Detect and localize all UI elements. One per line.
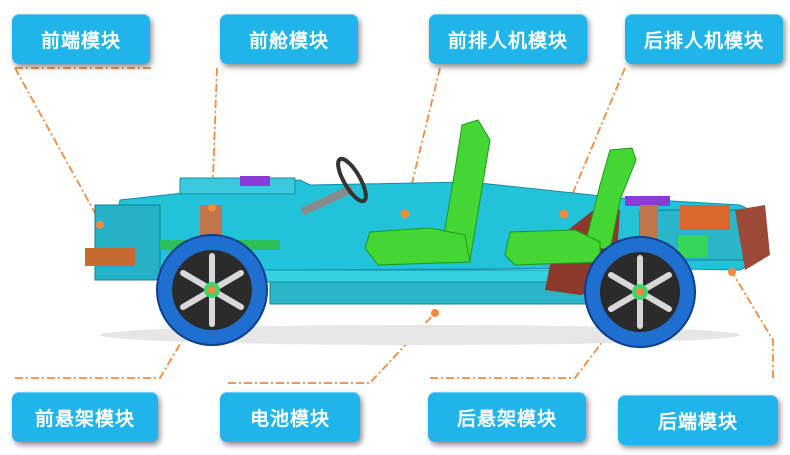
- dot-rear-end: [728, 268, 736, 276]
- label-front-suspension: 前悬架模块: [12, 392, 158, 442]
- dot-rear-susp: [636, 288, 644, 296]
- dot-rear-hmi: [559, 209, 569, 219]
- front-bumper-beam: [85, 248, 135, 266]
- dot-battery: [431, 309, 439, 317]
- anchor-dots: [96, 204, 736, 317]
- label-front-cabin: 前舱模块: [220, 14, 358, 64]
- purple-bracket-front: [240, 176, 270, 186]
- leader-rear-susp: [430, 291, 641, 379]
- label-front-hmi: 前排人机模块: [429, 14, 587, 64]
- rear-orange-block: [680, 205, 730, 230]
- dot-front-cabin: [208, 204, 216, 212]
- seats: [364, 119, 637, 266]
- label-battery: 电池模块: [220, 392, 360, 442]
- dot-front-hmi: [400, 209, 410, 219]
- rear-seat-cushion: [504, 229, 601, 266]
- dot-front-end: [96, 221, 104, 229]
- steering-wheel: [336, 156, 368, 204]
- leader-battery: [228, 312, 436, 384]
- ground-shadow: [100, 325, 740, 345]
- leader-rear-hmi: [564, 67, 626, 213]
- rear-seat-back: [584, 147, 637, 251]
- rear-spring: [640, 205, 658, 245]
- front-seat-cushion: [364, 227, 471, 266]
- front-suspension-tower: [179, 177, 296, 195]
- leader-front-end-diag: [14, 67, 101, 223]
- dot-front-susp: [208, 286, 216, 294]
- leader-rear-end: [731, 271, 774, 378]
- rear-end-panel: [735, 205, 770, 270]
- front-crossmember: [94, 204, 161, 281]
- front-seat-back: [439, 119, 491, 261]
- purple-bracket-rear: [625, 196, 670, 206]
- rear-green-box: [678, 235, 708, 257]
- label-rear-suspension: 后悬架模块: [428, 392, 586, 442]
- label-rear-end: 后端模块: [618, 395, 778, 445]
- steering-column: [300, 184, 354, 216]
- label-front-end: 前端模块: [12, 14, 150, 64]
- label-rear-hmi: 后排人机模块: [625, 14, 783, 64]
